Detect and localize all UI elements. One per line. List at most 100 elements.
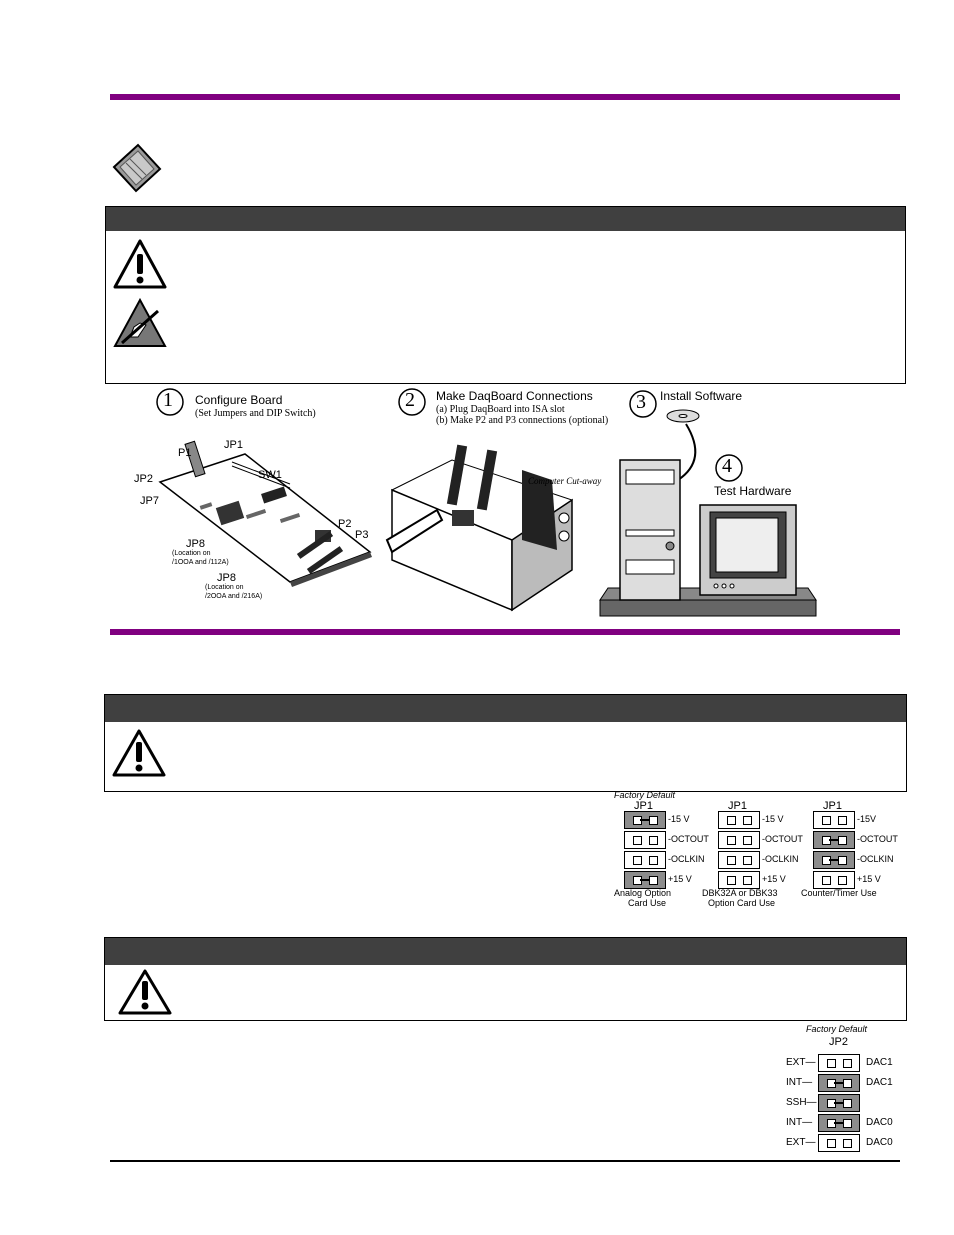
step-4-circle <box>715 454 743 482</box>
jumper-row <box>813 871 855 889</box>
jumper-label: -OCTOUT <box>668 834 709 844</box>
footer-rule <box>110 1160 900 1162</box>
jumper-label: DAC0 <box>866 1117 893 1128</box>
jp1-caption: Analog Option <box>614 888 672 898</box>
jumper-row <box>818 1054 860 1072</box>
jumper-pin <box>843 1099 852 1108</box>
jumper-row <box>718 871 760 889</box>
jumper-row <box>624 831 666 849</box>
jp1-factory-default: Factory Default <box>614 790 676 800</box>
jumper-row <box>818 1114 860 1132</box>
computer-cutaway-illustration <box>385 444 574 612</box>
caution-icon <box>118 969 172 1015</box>
step-1-circle <box>156 388 184 416</box>
middle-divider <box>110 629 900 635</box>
jumper-pin <box>649 816 658 825</box>
step-4-number: 4 <box>722 455 732 477</box>
step-3-number: 3 <box>636 391 646 413</box>
jp1-caption: Counter/Timer Use <box>801 888 877 898</box>
jumper-pin <box>843 1139 852 1148</box>
jp2-factory-default: Factory Default <box>806 1024 868 1034</box>
warning-box-header-jp1 <box>105 695 906 722</box>
jumper-pin <box>727 876 736 885</box>
jumper-pin <box>649 856 658 865</box>
step-2-circle <box>398 388 426 416</box>
jumper-label: EXT— <box>786 1137 816 1148</box>
jumper-pin <box>743 856 752 865</box>
jumper-pin <box>743 816 752 825</box>
esd-warning-icon <box>113 297 167 347</box>
step-4-title: Test Hardware <box>714 484 792 498</box>
jumper-shunt <box>640 879 650 881</box>
jumper-pin <box>843 1079 852 1088</box>
jumper-pin <box>827 1139 836 1148</box>
jumper-pin <box>649 876 658 885</box>
jp2-header: JP2 <box>829 1036 848 1048</box>
jumper-pin <box>727 836 736 845</box>
jumper-pin <box>838 816 847 825</box>
label-p1: P1 <box>178 447 192 459</box>
caution-icon <box>113 239 167 289</box>
warning-box-top <box>105 206 906 384</box>
notebook-icon <box>112 143 162 193</box>
jumper-pin <box>822 816 831 825</box>
jumper-pin <box>743 836 752 845</box>
jumper-pin <box>727 816 736 825</box>
warning-box-header <box>106 207 905 231</box>
jumper-label: SSH— <box>786 1097 817 1108</box>
jumper-pin <box>727 856 736 865</box>
warning-box-jp2 <box>104 937 907 1021</box>
jumper-shunt <box>640 819 650 821</box>
jumper-row <box>813 811 855 829</box>
jumper-label: -OCLKIN <box>668 854 705 864</box>
step-1-subtitle: (Set Jumpers and DIP Switch) <box>195 408 316 419</box>
top-divider <box>110 94 900 100</box>
step-2-subtitle-b: (b) Make P2 and P3 connections (optional… <box>436 415 609 426</box>
step-2-title: Make DaqBoard Connections <box>436 389 593 403</box>
jumper-label: -OCLKIN <box>762 854 799 864</box>
jumper-row <box>624 811 666 829</box>
step-2-subtitle-a: (a) Plug DaqBoard into ISA slot <box>436 404 565 415</box>
jumper-label: INT— <box>786 1077 813 1088</box>
jumper-label: DAC0 <box>866 1137 893 1148</box>
label-jp8b-note2: /2OOA and /216A) <box>205 593 263 600</box>
jumper-row <box>624 851 666 869</box>
label-p2: P2 <box>338 518 352 530</box>
jumper-label: -15 V <box>668 814 690 824</box>
label-jp8a-note1: (Location on <box>172 550 211 557</box>
label-sw1: SW1 <box>258 469 282 481</box>
jumper-row <box>718 831 760 849</box>
pc-test-illustration <box>599 409 817 617</box>
jumper-pin <box>822 876 831 885</box>
jumper-row <box>818 1094 860 1112</box>
jumper-shunt <box>834 1082 844 1084</box>
jumper-label: +15 V <box>668 874 692 884</box>
label-jp7: JP7 <box>140 495 159 507</box>
board-illustration <box>158 440 372 587</box>
step-3-title: Install Software <box>660 389 743 403</box>
jumper-pin <box>633 856 642 865</box>
jumper-pin <box>743 876 752 885</box>
jumper-row <box>718 851 760 869</box>
jumper-row <box>818 1134 860 1152</box>
caution-icon <box>112 729 166 777</box>
step-1-title: Configure Board <box>195 393 283 407</box>
jumper-label: +15 V <box>762 874 786 884</box>
jumper-label: DAC1 <box>866 1077 893 1088</box>
label-jp8b: JP8 <box>217 572 236 584</box>
jumper-pin <box>838 876 847 885</box>
warning-box-jp1 <box>104 694 907 792</box>
jumper-label: INT— <box>786 1117 813 1128</box>
step-1-number: 1 <box>163 389 173 411</box>
label-jp8a: JP8 <box>186 538 205 550</box>
jumper-shunt <box>829 839 839 841</box>
jp1-caption: DBK32A or DBK33 <box>702 888 778 898</box>
jumper-pin <box>838 836 847 845</box>
jumper-label: -OCLKIN <box>857 854 894 864</box>
jp1-header: JP1 <box>823 800 842 812</box>
jumper-shunt <box>834 1122 844 1124</box>
label-jp2: JP2 <box>134 473 153 485</box>
jumper-label: -OCTOUT <box>762 834 803 844</box>
jumper-row <box>813 851 855 869</box>
jumper-pin <box>843 1119 852 1128</box>
